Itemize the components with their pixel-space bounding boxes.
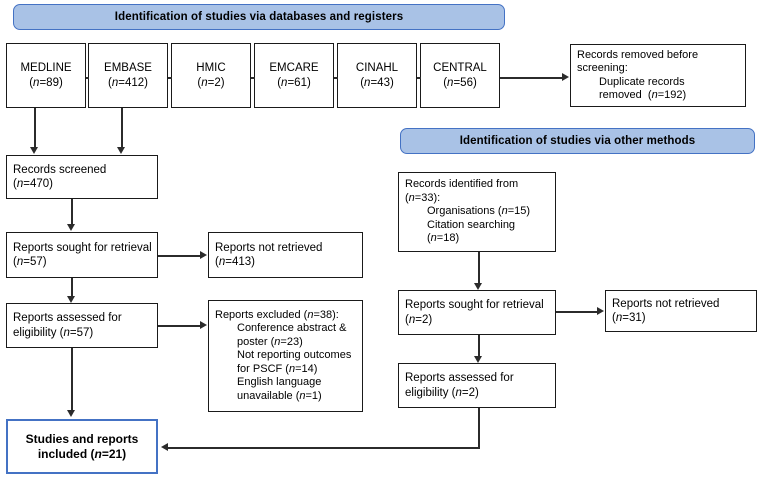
removed-line-4: removed (n=192) xyxy=(599,88,687,101)
banner-other-methods-label: Identification of studies via other meth… xyxy=(459,135,696,147)
source-name-emcare: EMCARE xyxy=(269,62,319,75)
connector-medline-down xyxy=(34,108,36,148)
removed-line-1: Records removed before xyxy=(577,48,699,61)
connector-hmic-emcare xyxy=(251,77,255,79)
box-reports-sought-retrieval-databases: Reports sought for retrieval (n=57) xyxy=(6,232,158,278)
included-line-2: included (n=21) xyxy=(37,446,127,461)
connector-identified-to-sought-other xyxy=(478,252,480,284)
excluded-line-1: Reports excluded (n=38): xyxy=(215,309,339,322)
assessed-line-1: Reports assessed for xyxy=(13,312,122,325)
connector-assessed-other-to-included xyxy=(168,447,479,449)
excluded-line-6: English language xyxy=(237,376,322,389)
box-studies-included: Studies and reports included (n=21) xyxy=(6,419,158,474)
banner-other-methods: Identification of studies via other meth… xyxy=(400,128,755,154)
identified-line-1: Records identified from xyxy=(405,178,519,191)
excluded-line-5: for PSCF (n=14) xyxy=(237,362,318,375)
not-retrieved-other-line-2: (n=31) xyxy=(612,312,646,324)
source-box-medline: MEDLINE (n=89) xyxy=(6,43,86,108)
box-reports-not-retrieved-other: Reports not retrieved (n=31) xyxy=(605,290,757,332)
arrowhead-sought-other-to-not-retrieved xyxy=(597,307,604,315)
source-box-cinahl: CINAHL (n=43) xyxy=(337,43,417,108)
source-name-central: CENTRAL xyxy=(433,62,487,75)
source-box-emcare: EMCARE (n=61) xyxy=(254,43,334,108)
source-count-emcare: (n=61) xyxy=(277,76,311,89)
box-reports-assessed-databases: Reports assessed for eligibility (n=57) xyxy=(6,303,158,348)
box-reports-excluded: Reports excluded (n=38): Conference abst… xyxy=(208,300,363,412)
arrowhead-to-included xyxy=(161,443,168,451)
box-reports-not-retrieved-databases: Reports not retrieved (n=413) xyxy=(208,232,363,278)
arrowhead-sought-to-assessed xyxy=(67,296,75,303)
assessed-other-line-2: eligibility (n=2) xyxy=(405,386,479,399)
source-count-embase: (n=412) xyxy=(108,76,148,89)
source-name-medline: MEDLINE xyxy=(20,62,72,75)
arrowhead-identified-to-sought-other xyxy=(474,283,482,290)
excluded-line-7: unavailable (n=1) xyxy=(237,389,322,402)
arrowhead-sought-to-not-retrieved xyxy=(200,251,207,259)
arrowhead-assessed-to-included xyxy=(67,410,75,417)
box-reports-sought-retrieval-other: Reports sought for retrieval (n=2) xyxy=(398,290,556,335)
assessed-other-line-1: Reports assessed for xyxy=(405,372,514,385)
connector-screened-to-sought xyxy=(71,199,73,225)
connector-embase-down xyxy=(121,108,123,148)
connector-central-to-removed xyxy=(500,77,562,79)
source-box-embase: EMBASE (n=412) xyxy=(88,43,168,108)
sought-other-line-2: (n=2) xyxy=(405,313,433,326)
excluded-line-4: Not reporting outcomes xyxy=(237,349,352,362)
connector-medline-embase xyxy=(86,77,89,79)
connector-assessed-other-down xyxy=(478,408,480,449)
connector-cinahl-central xyxy=(417,77,421,79)
banner-databases-registers: Identification of studies via databases … xyxy=(13,4,505,30)
reports-sought-line-2: (n=57) xyxy=(13,256,47,268)
excluded-line-2: Conference abstract & xyxy=(237,322,347,335)
arrowhead-sought-other-to-assessed xyxy=(474,356,482,363)
arrowhead-medline-down xyxy=(30,147,38,154)
connector-embase-hmic xyxy=(168,77,172,79)
included-line-1: Studies and reports xyxy=(25,431,139,446)
source-name-embase: EMBASE xyxy=(104,62,152,75)
arrowhead-assessed-to-excluded xyxy=(200,321,207,329)
removed-line-3: Duplicate records xyxy=(599,75,685,88)
identified-line-3: Organisations (n=15) xyxy=(427,205,531,218)
arrowhead-screened-to-sought xyxy=(67,224,75,231)
removed-line-2: screening: xyxy=(577,62,628,75)
source-name-cinahl: CINAHL xyxy=(355,62,399,75)
identified-line-4: Citation searching xyxy=(427,218,516,231)
box-reports-assessed-other: Reports assessed for eligibility (n=2) xyxy=(398,363,556,408)
source-box-central: CENTRAL (n=56) xyxy=(420,43,500,108)
sought-other-line-1: Reports sought for retrieval xyxy=(405,299,544,312)
connector-assessed-to-included xyxy=(71,348,73,411)
connector-sought-to-not-retrieved xyxy=(158,255,200,257)
source-count-central: (n=56) xyxy=(443,76,477,89)
reports-sought-line-1: Reports sought for retrieval xyxy=(13,241,152,254)
box-records-removed-before-screening: Records removed before screening: Duplic… xyxy=(570,44,746,107)
source-count-hmic: (n=2) xyxy=(197,76,225,89)
source-count-cinahl: (n=43) xyxy=(360,76,394,89)
source-box-hmic: HMIC (n=2) xyxy=(171,43,251,108)
connector-sought-other-to-assessed xyxy=(478,335,480,358)
connector-emcare-cinahl xyxy=(334,77,338,79)
source-count-medline: (n=89) xyxy=(29,76,63,89)
records-screened-line-2: (n=470) xyxy=(13,178,53,190)
assessed-line-2: eligibility (n=57) xyxy=(13,326,94,339)
identified-line-5: (n=18) xyxy=(427,232,460,245)
not-retrieved-line-2: (n=413) xyxy=(215,256,255,268)
connector-sought-other-to-not-retrieved xyxy=(556,311,597,313)
source-name-hmic: HMIC xyxy=(196,62,226,75)
box-records-screened: Records screened (n=470) xyxy=(6,155,158,199)
not-retrieved-line-1: Reports not retrieved xyxy=(215,241,323,254)
identified-line-2: (n=33): xyxy=(405,191,441,204)
banner-databases-label: Identification of studies via databases … xyxy=(114,11,404,23)
excluded-line-3: poster (n=23) xyxy=(237,335,303,348)
arrowhead-embase-down xyxy=(117,147,125,154)
arrowhead-central-to-removed xyxy=(562,73,569,81)
connector-assessed-to-excluded xyxy=(158,325,200,327)
connector-sought-to-assessed xyxy=(71,278,73,298)
box-records-identified-other: Records identified from (n=33): Organisa… xyxy=(398,172,556,252)
not-retrieved-other-line-1: Reports not retrieved xyxy=(612,297,720,310)
records-screened-line-1: Records screened xyxy=(13,163,107,176)
